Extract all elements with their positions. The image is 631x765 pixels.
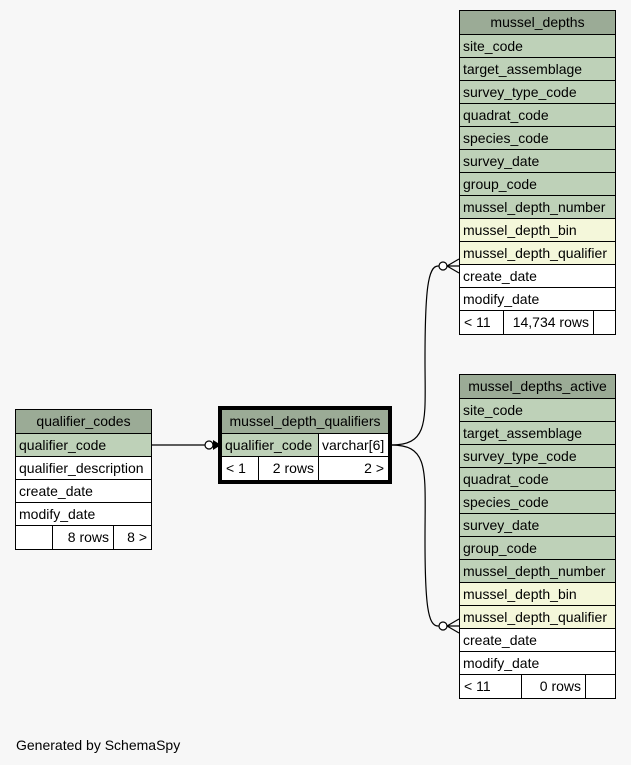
children-count[interactable]: 2 > xyxy=(364,460,384,476)
column-row[interactable]: species_code xyxy=(460,127,615,150)
column-row[interactable]: site_code xyxy=(460,399,615,422)
edge-qualifiers-to-mussel-depths xyxy=(390,265,448,446)
column-row[interactable]: group_code xyxy=(460,537,615,560)
column-row[interactable]: qualifier_code varchar[6] xyxy=(222,434,388,457)
column-row[interactable]: survey_type_code xyxy=(460,445,615,468)
table-footer: 8 rows 8 > xyxy=(16,526,151,549)
table-qualifier-codes[interactable]: qualifier_codes qualifier_code qualifier… xyxy=(15,409,152,550)
generated-by-label: Generated by SchemaSpy xyxy=(16,737,181,753)
column-row[interactable]: survey_date xyxy=(460,150,615,173)
table-header[interactable]: mussel_depths_active xyxy=(460,375,615,399)
column-name: qualifier_code xyxy=(222,434,319,456)
edge-qualifiers-to-mussel-depths-active xyxy=(390,444,448,627)
column-row[interactable]: quadrat_code xyxy=(460,468,615,491)
edge-zero-marker xyxy=(438,621,448,631)
edge-crowfoot xyxy=(446,258,460,274)
row-count: 8 rows xyxy=(53,526,114,549)
row-count: 2 rows xyxy=(259,457,319,480)
column-row[interactable]: mussel_depth_qualifier xyxy=(460,242,615,265)
table-mussel-depth-qualifiers[interactable]: mussel_depth_qualifiers qualifier_code v… xyxy=(218,406,392,484)
column-row[interactable]: qualifier_code xyxy=(16,434,151,457)
table-header[interactable]: qualifier_codes xyxy=(16,410,151,434)
table-mussel-depths[interactable]: mussel_depths site_code target_assemblag… xyxy=(459,10,616,335)
column-row[interactable]: target_assemblage xyxy=(460,58,615,81)
row-count: 14,734 rows xyxy=(504,311,594,334)
parents-count[interactable]: < 11 xyxy=(460,311,504,334)
table-footer: < 11 14,734 rows xyxy=(460,311,615,334)
table-footer: < 1 2 rows 2 > xyxy=(222,457,388,480)
parents-count[interactable]: < 1 xyxy=(222,457,259,480)
column-row[interactable]: modify_date xyxy=(460,288,615,311)
edge-arrowhead xyxy=(213,440,221,450)
children-count[interactable]: 8 > xyxy=(127,529,147,545)
column-row[interactable]: mussel_depth_number xyxy=(460,196,615,219)
table-header[interactable]: mussel_depth_qualifiers xyxy=(222,410,388,434)
table-mussel-depths-active[interactable]: mussel_depths_active site_code target_as… xyxy=(459,374,616,699)
column-row[interactable]: mussel_depth_number xyxy=(460,560,615,583)
column-row[interactable]: mussel_depth_bin xyxy=(460,583,615,606)
edge-crowfoot xyxy=(446,618,460,634)
edge-zero-marker xyxy=(438,261,448,271)
column-type: varchar[6] xyxy=(319,434,388,456)
children-count[interactable] xyxy=(594,311,615,334)
row-count: 0 rows xyxy=(522,675,586,698)
column-row[interactable]: create_date xyxy=(16,480,151,503)
column-row[interactable]: qualifier_description xyxy=(16,457,151,480)
children-count[interactable] xyxy=(586,675,615,698)
edge-zero-marker xyxy=(204,440,214,450)
column-row[interactable]: create_date xyxy=(460,265,615,288)
column-row[interactable]: species_code xyxy=(460,491,615,514)
column-row[interactable]: group_code xyxy=(460,173,615,196)
table-footer: < 11 0 rows xyxy=(460,675,615,698)
parents-count[interactable] xyxy=(16,526,53,549)
column-row[interactable]: modify_date xyxy=(16,503,151,526)
column-row[interactable]: create_date xyxy=(460,629,615,652)
column-row[interactable]: mussel_depth_bin xyxy=(460,219,615,242)
column-row[interactable]: target_assemblage xyxy=(460,422,615,445)
column-row[interactable]: survey_type_code xyxy=(460,81,615,104)
column-row[interactable]: mussel_depth_qualifier xyxy=(460,606,615,629)
column-row[interactable]: quadrat_code xyxy=(460,104,615,127)
column-row[interactable]: site_code xyxy=(460,35,615,58)
column-row[interactable]: survey_date xyxy=(460,514,615,537)
table-header[interactable]: mussel_depths xyxy=(460,11,615,35)
parents-count[interactable]: < 11 xyxy=(460,675,522,698)
column-row[interactable]: modify_date xyxy=(460,652,615,675)
